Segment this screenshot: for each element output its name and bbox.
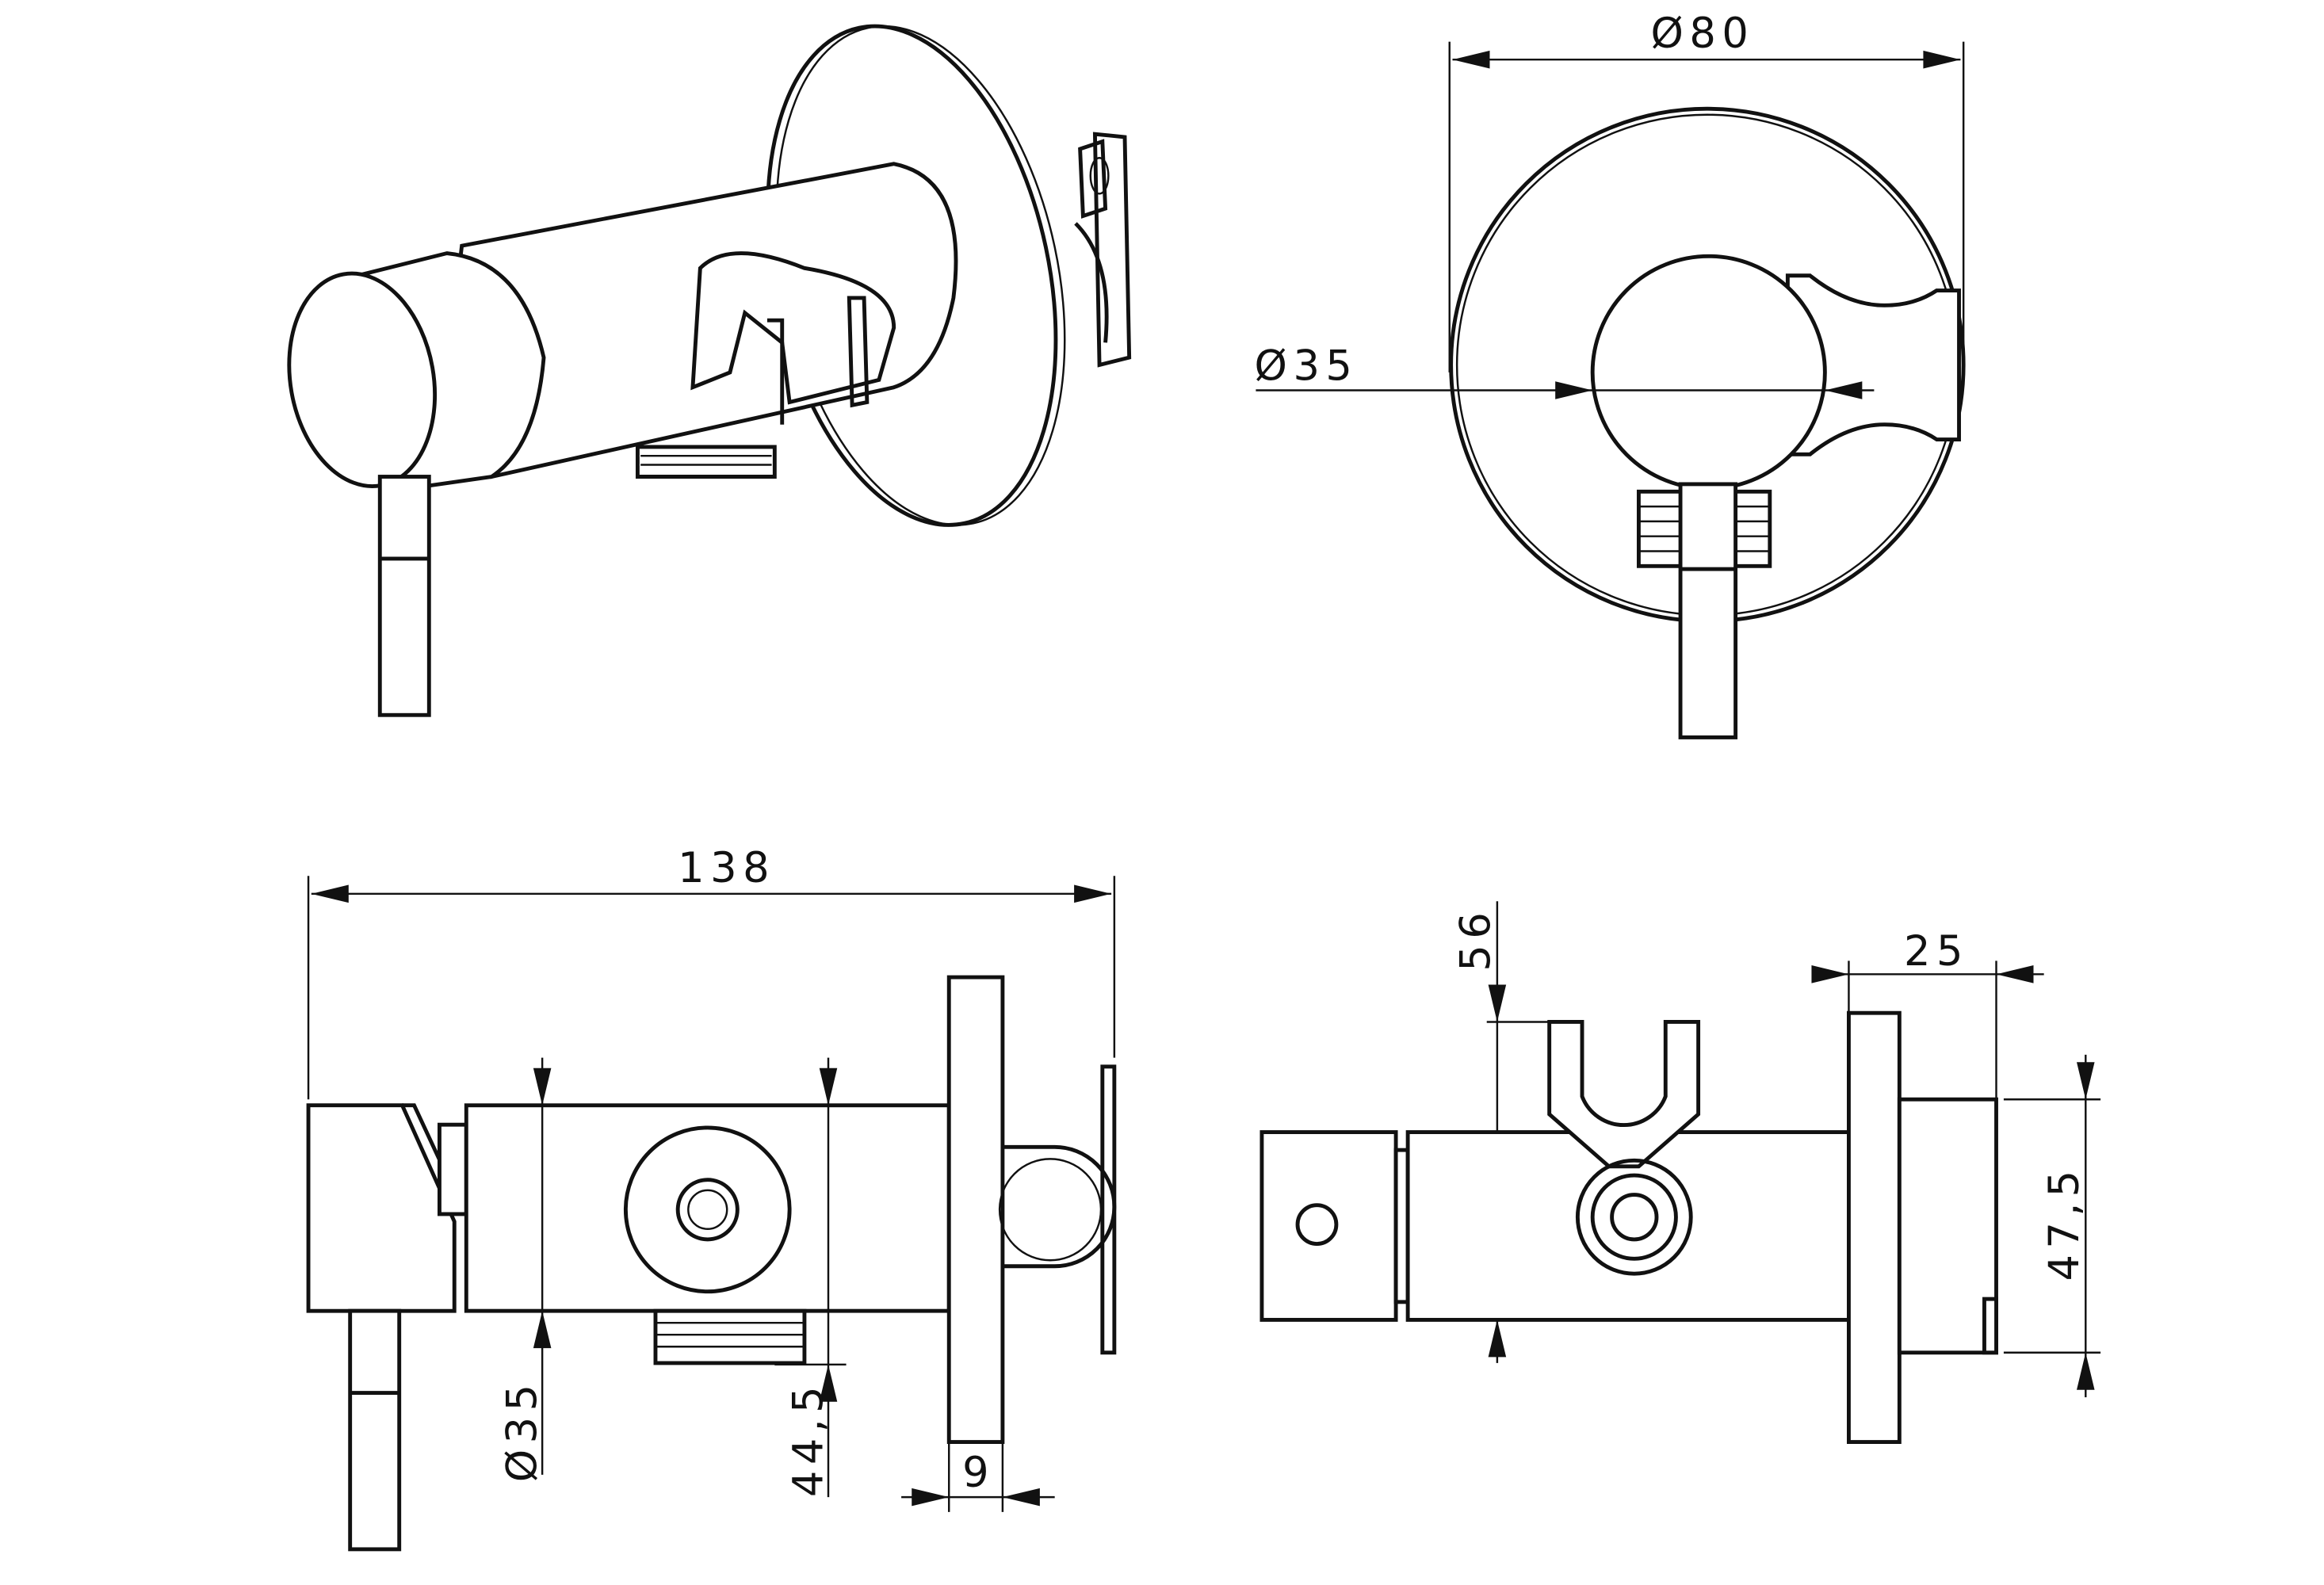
lever (377, 475, 431, 717)
lever (1678, 482, 1738, 739)
flange (1847, 1010, 1902, 1444)
dimension-height-47-5: 47,5 (2040, 1164, 2089, 1281)
dimension-diameter-35-front: Ø35 (1255, 342, 1359, 390)
dimension-depth-25: 25 (1904, 927, 1969, 976)
dimension-length-138: 138 (678, 844, 775, 892)
mount-block (1897, 1097, 1998, 1355)
dimension-holder-56: 56 (1451, 907, 1500, 972)
lever (348, 1308, 402, 1552)
dimension-flange-9: 9 (962, 1449, 995, 1497)
front-view: Ø80 Ø35 (1255, 10, 1966, 739)
dimension-diameter-35-side: Ø35 (499, 1378, 547, 1482)
knob-block (1259, 1130, 1398, 1322)
thread (653, 1308, 807, 1365)
shower-holder (1547, 1020, 1701, 1169)
dimension-outlet-44-5: 44,5 (784, 1381, 832, 1497)
flange (946, 975, 1005, 1444)
isometric-view (287, 24, 1132, 717)
dimension-diameter-80: Ø80 (1650, 10, 1754, 58)
shower-holder (690, 251, 896, 405)
valve-body (464, 1103, 951, 1313)
knob-block (306, 1103, 457, 1313)
holder-outline (1785, 273, 1961, 456)
side-view: 138 Ø35 44,5 9 (306, 844, 1117, 1552)
body-circle (1590, 254, 1827, 491)
thread-outlet (635, 445, 777, 479)
rear-view: 56 25 47,5 (1259, 901, 2101, 1444)
